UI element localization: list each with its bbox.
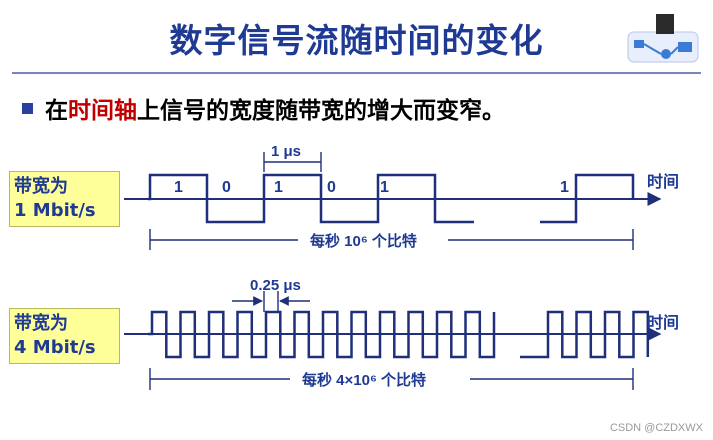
bandwidth-label-line1: 带宽为 <box>14 176 68 197</box>
slide-title: 数字信号流随时间的变化 <box>169 21 544 60</box>
waveform-1mbps <box>148 173 635 224</box>
bullet-text-start: 在 <box>45 98 68 124</box>
watermark: CSDN @CZDXWX <box>609 422 703 434</box>
bandwidth-label-line2: 4 Mbit/s <box>14 337 96 358</box>
network-devices-icon <box>627 14 699 63</box>
bullet-point: 在时间轴上信号的宽度随带宽的增大而变窄。 <box>22 88 505 128</box>
bit-label: 1 <box>560 179 569 196</box>
title-divider <box>12 72 701 74</box>
time-axis-label-1: 时间 <box>647 172 679 191</box>
bit-label: 1 <box>274 179 283 196</box>
pulse-width-label-1: 1 μs <box>271 143 301 160</box>
bit-label: 0 <box>327 179 336 196</box>
bullet-square-icon <box>22 102 33 114</box>
bit-rate-label-1: 每秒 10⁶ 个比特 <box>310 232 417 250</box>
pulse-width-label-2: 0.25 μs <box>250 277 301 294</box>
bandwidth-label-line2: 1 Mbit/s <box>14 200 96 221</box>
bandwidth-label-line1: 带宽为 <box>14 313 68 334</box>
bullet-text: 在时间轴上信号的宽度随带宽的增大而变窄。 <box>45 91 505 125</box>
bullet-text-end: 上信号的宽度随带宽的增大而变窄。 <box>137 98 505 124</box>
bit-rate-label-2: 每秒 4×10⁶ 个比特 <box>302 371 426 389</box>
bit-label: 1 <box>380 179 389 196</box>
bullet-highlight: 时间轴 <box>68 98 137 124</box>
bandwidth-label-1mbps: 带宽为 1 Mbit/s <box>9 171 120 227</box>
bit-label: 1 <box>174 179 183 196</box>
bit-label: 0 <box>222 179 231 196</box>
waveform-4mbps <box>148 310 650 359</box>
bandwidth-label-4mbps: 带宽为 4 Mbit/s <box>9 308 120 364</box>
time-axis-label-2: 时间 <box>647 313 679 332</box>
